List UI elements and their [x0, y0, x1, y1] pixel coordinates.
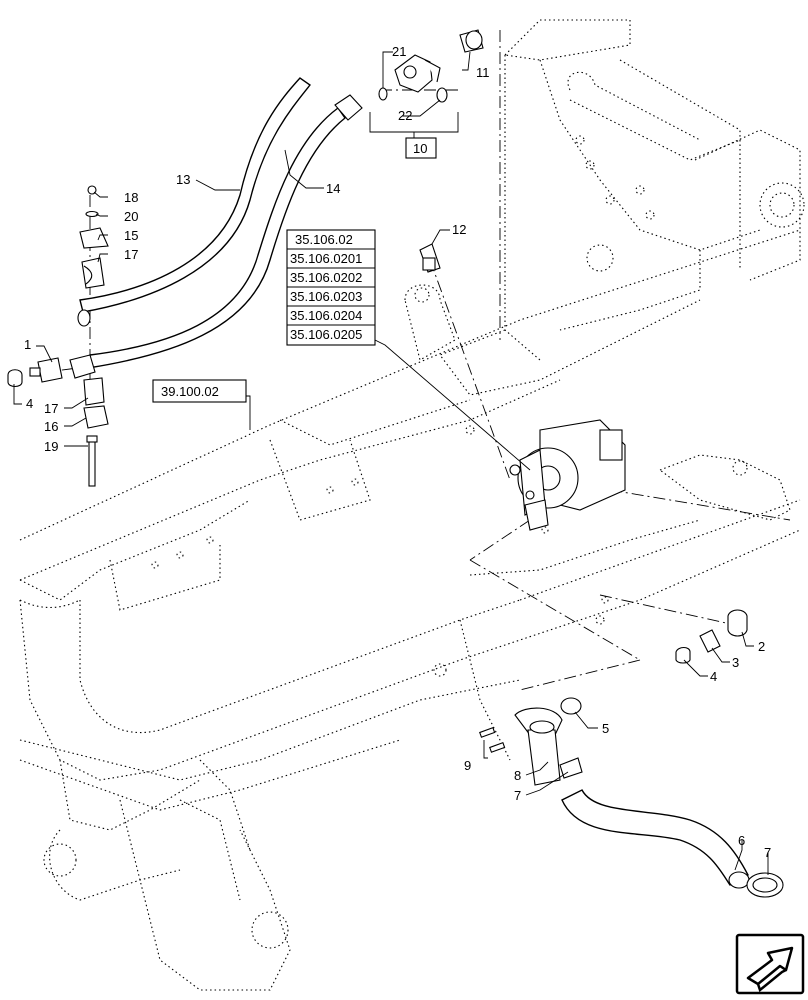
clamp-15 [79, 227, 109, 249]
callout-15: 15 [124, 228, 138, 243]
callout-1: 1 [24, 337, 31, 352]
section-reference-table[interactable]: 35.106.02 35.106.0201 35.106.0202 35.106… [286, 229, 376, 346]
hose-clamp-7 [746, 872, 784, 898]
callout-17-upper: 17 [124, 247, 138, 262]
chassis-frame [19, 19, 805, 991]
hose-13 [77, 77, 312, 327]
callout-12: 12 [452, 222, 466, 237]
fitting-12 [419, 243, 441, 273]
bolt-19 [86, 435, 98, 487]
callout-18: 18 [124, 190, 138, 205]
o-ring-22 [436, 87, 448, 103]
callout-17-lower: 17 [44, 401, 58, 416]
callout-13: 13 [176, 172, 190, 187]
section-ref-5[interactable]: 35.106.0205 [290, 327, 362, 342]
hose-6 [561, 789, 750, 889]
callout-21: 21 [392, 44, 406, 59]
o-ring-5 [560, 697, 582, 715]
callout-4-left: 4 [26, 396, 33, 411]
cap-4-right [675, 646, 691, 664]
callout-4-right: 4 [710, 669, 717, 684]
callout-2: 2 [758, 639, 765, 654]
section-ref-3[interactable]: 35.106.0203 [290, 289, 362, 304]
leader-lines [13, 51, 769, 875]
flange-8 [514, 707, 563, 786]
clamp-17-lower [83, 377, 105, 406]
callout-5: 5 [602, 721, 609, 736]
reference-39-100-02-text: 39.100.02 [161, 384, 219, 399]
fitting-1 [29, 357, 63, 383]
callout-7-right: 7 [764, 845, 771, 860]
callout-22: 22 [398, 108, 412, 123]
section-ref-2[interactable]: 35.106.0202 [290, 270, 362, 285]
callout-3: 3 [732, 655, 739, 670]
callout-19: 19 [44, 439, 58, 454]
callout-11: 11 [476, 65, 490, 80]
callout-10: 10 [413, 141, 427, 156]
washer-20 [85, 210, 99, 218]
cap-4-left [7, 369, 23, 388]
fitting-3 [699, 629, 721, 653]
reference-39-100-02[interactable]: 39.100.02 [152, 379, 247, 403]
hydraulic-pump [509, 419, 626, 531]
callout-6: 6 [738, 833, 745, 848]
fitting-2 [727, 609, 748, 637]
fitting-11 [459, 29, 484, 53]
fitting-7-upper [559, 757, 583, 779]
assembly-centerlines [39, 30, 791, 691]
section-ref-4[interactable]: 35.106.0204 [290, 308, 362, 323]
clamp-17-upper [81, 257, 105, 289]
tee-fitting [394, 54, 441, 93]
callout-20: 20 [124, 209, 138, 224]
plate-16 [83, 405, 109, 429]
callout-16: 16 [44, 419, 58, 434]
callout-7-left: 7 [514, 788, 521, 803]
callout-9: 9 [464, 758, 471, 773]
o-ring-21 [378, 87, 388, 101]
next-page-arrow-icon[interactable] [735, 933, 805, 995]
bolts-9 [479, 727, 506, 753]
section-ref-1[interactable]: 35.106.0201 [290, 251, 362, 266]
section-ref-0[interactable]: 35.106.02 [295, 232, 353, 247]
hose-14 [69, 94, 363, 379]
callout-10-box [405, 137, 437, 159]
callout-14: 14 [326, 181, 340, 196]
callout-labels: 1 4 18 20 15 17 17 16 19 13 14 21 11 22 … [24, 44, 771, 860]
callout-8: 8 [514, 768, 521, 783]
